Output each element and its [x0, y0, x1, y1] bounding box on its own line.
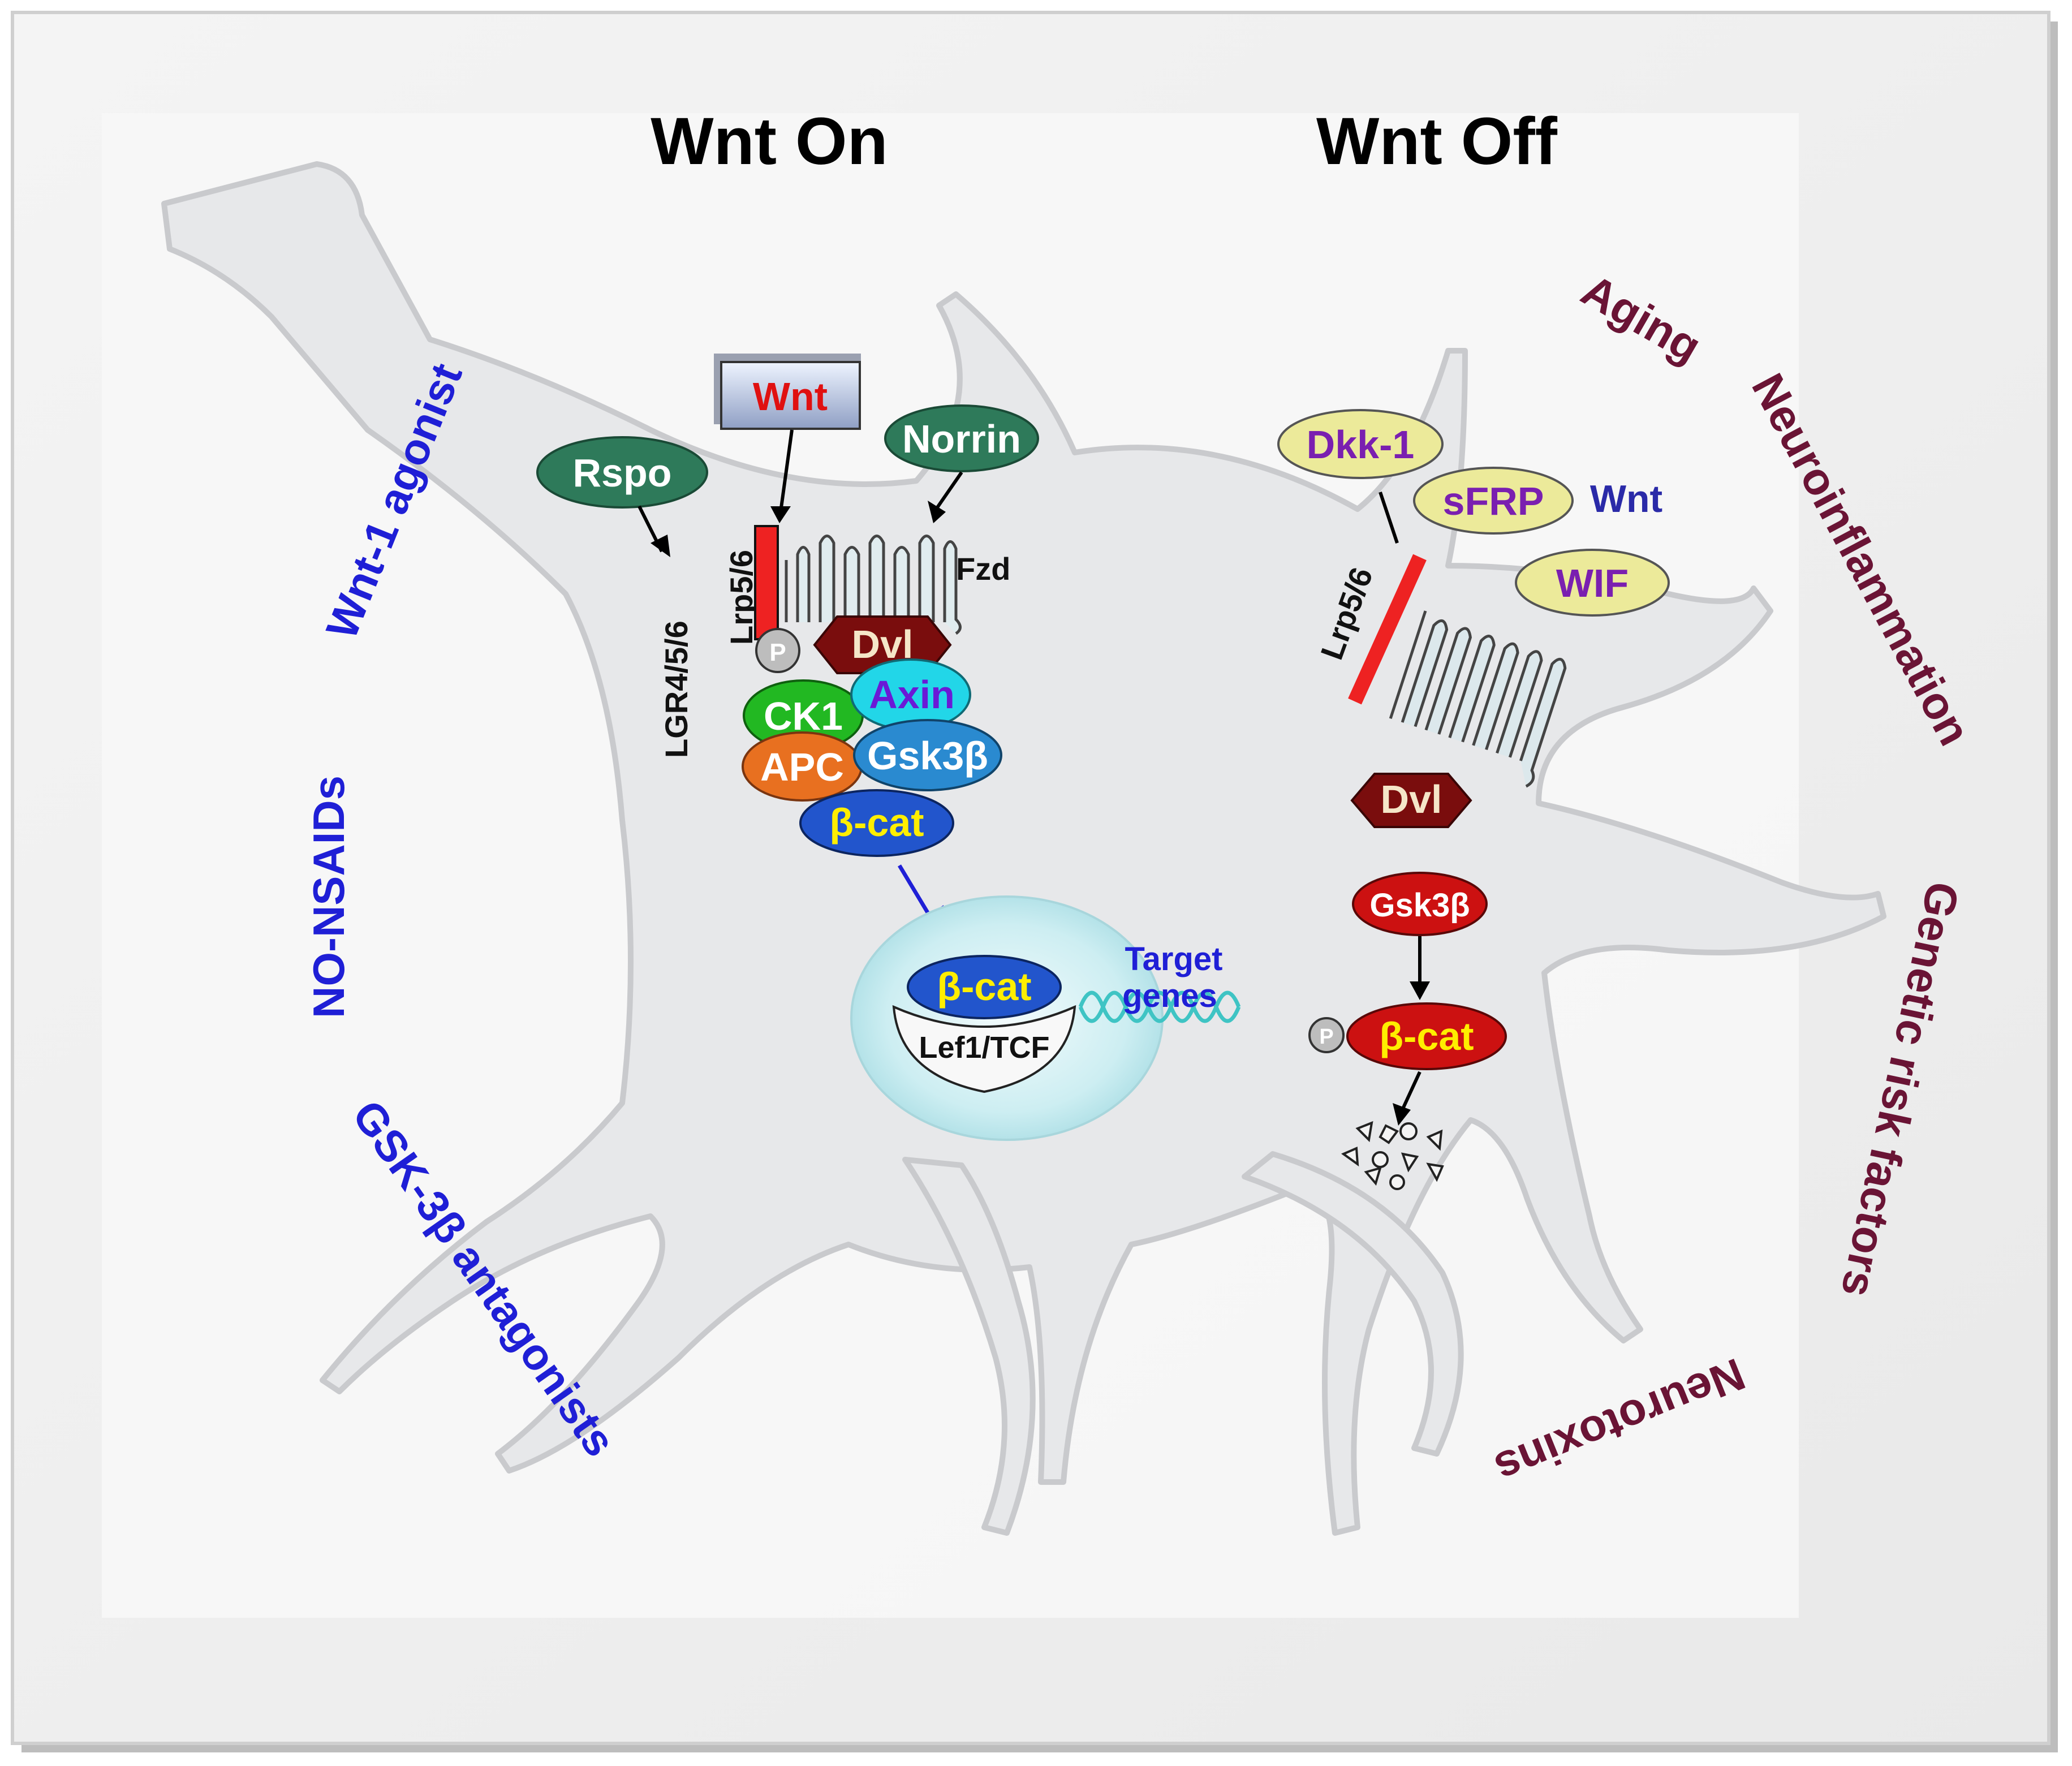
dkk1-oval [1277, 409, 1444, 479]
bcat-oval-nucleus [907, 955, 1062, 1019]
lef-tcf-label: Lef1/TCF [919, 1031, 1049, 1065]
wnt-label-off: Wnt [1590, 477, 1662, 520]
lef-tcf-shape [892, 1005, 1076, 1093]
wif-label: WIF [1556, 561, 1629, 605]
phospho-label-off: P [1319, 1025, 1333, 1049]
sfrp-label: sFRP [1443, 479, 1544, 523]
bcat-label-off: β-cat [1379, 1014, 1474, 1058]
dvl-label-off: Dvl [1381, 777, 1442, 821]
target-genes-label-1: Target [1125, 941, 1223, 977]
phospho-circle-on [755, 628, 800, 673]
bcat-label-on: β-cat [829, 800, 924, 845]
bcat-label-nucleus: β-cat [937, 964, 1031, 1009]
gsk3b-oval-off [1352, 872, 1488, 936]
norrin-label: Norrin [902, 417, 1021, 461]
norrin-oval [884, 404, 1039, 472]
bcat-oval-on [799, 789, 954, 857]
wnt-ligand-label: Wnt [753, 374, 828, 419]
bcat-oval-off [1346, 1002, 1507, 1070]
fzd-receptor [785, 535, 962, 635]
lgr-label: LGR4/5/6 [658, 621, 694, 758]
apc-label: APC [760, 745, 844, 789]
gsk3b-label-on: Gsk3β [867, 734, 988, 778]
rspo-oval [536, 436, 708, 509]
phospho-circle-off [1308, 1017, 1345, 1053]
wif-oval [1515, 549, 1670, 617]
gsk3b-oval-on [853, 719, 1002, 791]
label-no-nsaids: NO-NSAIDs [304, 776, 354, 1018]
lrp-bar-off [1348, 554, 1427, 705]
rspo-label: Rspo [573, 451, 672, 495]
fzd-receptor-off [1389, 610, 1567, 788]
target-genes-label-2: genes [1122, 977, 1217, 1014]
title-wnt-off: Wnt Off [1316, 104, 1558, 179]
fzd-label: Fzd [956, 551, 1010, 587]
dvl-hexagon-off [1350, 773, 1472, 828]
degraded-fragments [1341, 1121, 1444, 1190]
sfrp-oval [1413, 467, 1574, 535]
ck1-label: CK1 [764, 694, 843, 738]
wnt-on-pathway: Wnt Rspo Norrin LGR4/5/6 Lrp5/6 Fzd P [536, 354, 1241, 1141]
wnt-ligand-box [720, 361, 861, 430]
dna-helix [1078, 990, 1241, 1023]
phospho-label-on: P [769, 639, 786, 666]
axin-label: Axin [869, 673, 955, 717]
gsk3b-label-off: Gsk3β [1369, 887, 1470, 924]
title-wnt-on: Wnt On [651, 104, 888, 179]
dkk1-label: Dkk-1 [1307, 423, 1415, 467]
lrp-bar-on [754, 525, 779, 640]
lrp-label-on: Lrp5/6 [723, 550, 759, 645]
